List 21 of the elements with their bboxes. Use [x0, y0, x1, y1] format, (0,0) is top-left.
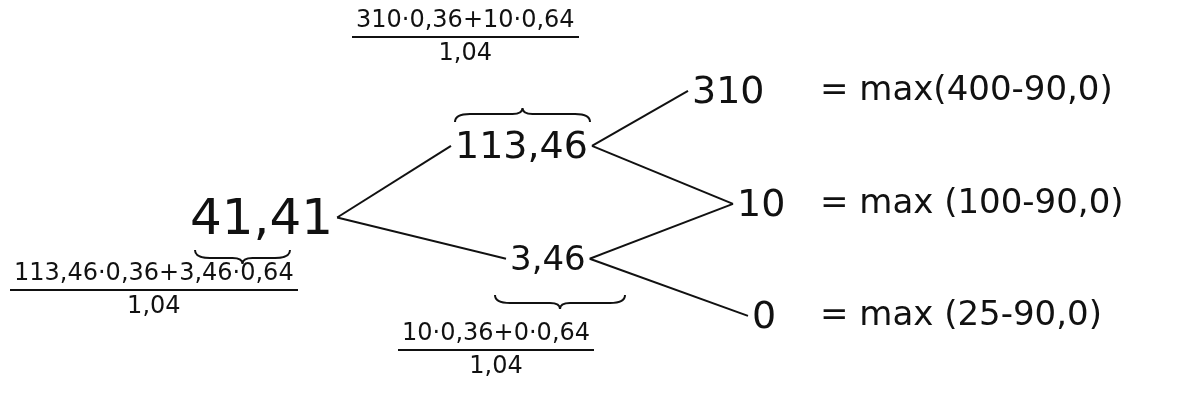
fraction-numerator: 113,46·0,36+3,46·0,64 [10, 258, 298, 291]
tree-branch [590, 144, 734, 205]
value-label: 41,41 [190, 190, 334, 245]
payoff-formula: = max(400-90,0) [820, 68, 1113, 108]
fraction-denominator: 1,04 [469, 350, 523, 380]
tree-branch [336, 216, 507, 260]
value-label: 3,46 [510, 240, 586, 278]
tree-branch [336, 144, 452, 219]
value-label: 113,46 [455, 125, 588, 167]
fraction-numerator: 10·0,36+0·0,64 [398, 318, 595, 351]
value-label: 0 [752, 295, 777, 337]
tree-branch [590, 89, 689, 147]
fraction-denominator: 1,04 [438, 37, 492, 67]
fraction-numerator: 310·0,36+10·0,64 [352, 5, 579, 38]
value-label: 10 [737, 183, 786, 225]
payoff-formula: = max (25-90,0) [820, 293, 1102, 333]
fraction-denominator: 1,04 [127, 290, 181, 320]
tree-branch [588, 202, 734, 260]
payoff-formula: = max (100-90,0) [820, 181, 1124, 221]
value-label: 310 [692, 70, 765, 112]
tree-branch [588, 257, 749, 317]
